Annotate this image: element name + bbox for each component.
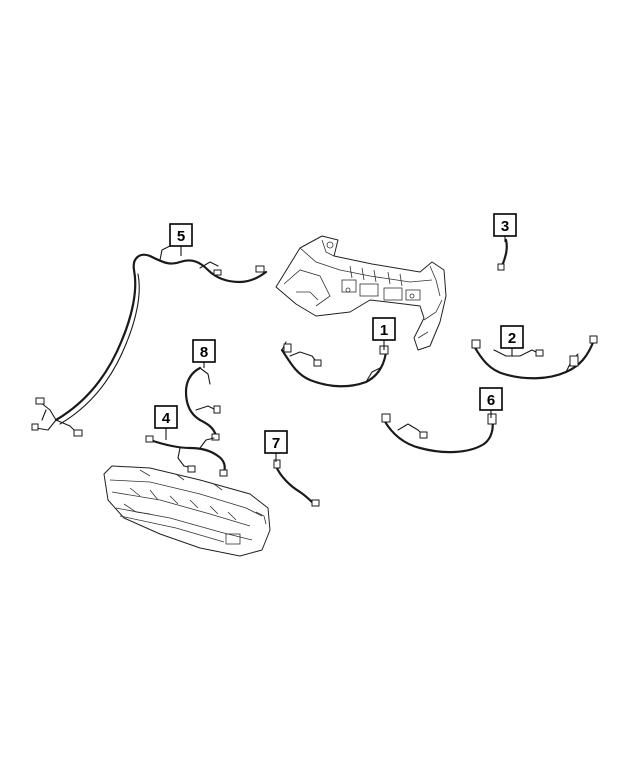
callout-5: 5 [169,223,193,247]
callout-4-label: 4 [162,410,171,427]
callout-6: 6 [479,387,503,411]
wiring-harness-3 [497,238,508,271]
wiring-harness-4 [145,435,228,477]
callout-5-label: 5 [177,228,185,245]
callout-2-label: 2 [508,330,516,347]
wiring-harness-5 [31,245,268,437]
callout-4: 4 [154,405,178,429]
callout-8-label: 8 [200,344,208,361]
wiring-harness-6 [381,413,497,454]
wiring-harness-2 [471,335,598,380]
callout-7: 7 [264,430,288,454]
front-bumper-fascia [103,465,271,557]
callout-3-label: 3 [501,218,509,235]
callout-leaders [165,236,513,462]
rear-bumper-fascia [275,235,447,351]
wiring-harness-7 [273,459,320,507]
wiring-harness-1 [280,341,389,388]
callout-2: 2 [500,325,524,349]
callout-1-label: 1 [380,322,388,339]
callout-6-label: 6 [487,392,495,409]
callout-1: 1 [372,317,396,341]
callout-3: 3 [493,213,517,237]
callout-7-label: 7 [272,435,280,452]
wiring-harness-8 [184,366,221,441]
callout-8: 8 [192,339,216,363]
